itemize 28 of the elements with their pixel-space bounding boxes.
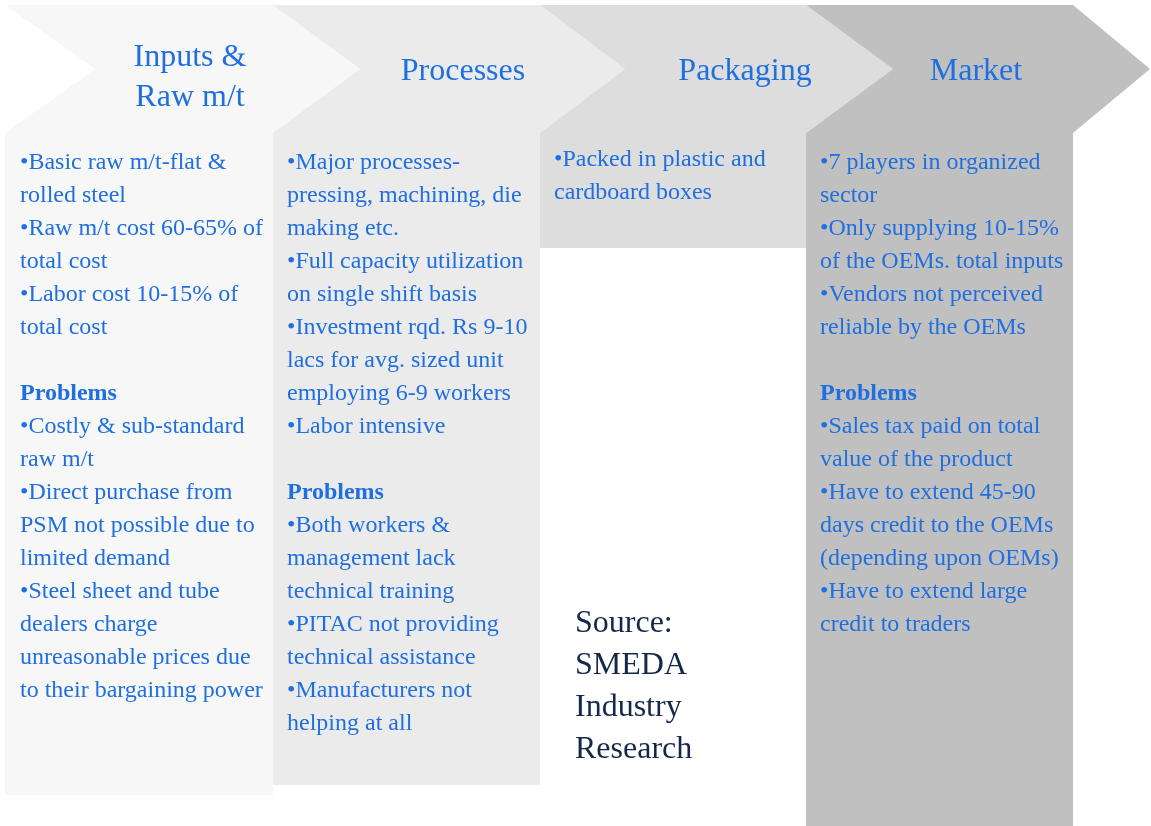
column-heading: Inputs & Raw m/t [132, 36, 248, 115]
section-heading: Problems [820, 378, 918, 407]
bullet-text: •Vendors not perceived reliable by the OEMs [820, 279, 1044, 341]
column-heading: Processes [399, 50, 527, 89]
bullet-text: •Steel sheet and tube dealers charge unreasonable prices due to their bargaining power [20, 576, 264, 704]
bullet-text: •Manufacturers not helping at all [287, 675, 473, 737]
source-note: Source: SMEDA Industry Research [575, 602, 694, 767]
bullet-text: •PITAC not providing technical assistance [287, 609, 500, 671]
bullet-text: •Raw m/t cost 60-65% of total cost [20, 213, 265, 275]
bullet-text: •Labor intensive [287, 411, 447, 440]
column-heading: Packaging [677, 50, 813, 89]
section-heading: Problems [20, 378, 118, 407]
bullet-text: •Full capacity utilization on single shift basis [287, 246, 525, 308]
bullet-text: •Only supplying 10-15% of the OEMs. total inputs [820, 213, 1065, 275]
bullet-text: •Costly & sub-standard raw m/t [20, 411, 246, 473]
bullet-text: •Direct purchase from PSM not possible due to limited demand [20, 477, 256, 572]
bullet-text: •Sales tax paid on total value of the product [820, 411, 1042, 473]
bullet-text: •Both workers & management lack technical training [287, 510, 457, 605]
bullet-text: •Basic raw m/t-flat & rolled steel [20, 147, 228, 209]
bullet-text: •Have to extend 45-90 days credit to the OEMs (depending upon OEMs) [820, 477, 1060, 572]
bullet-text: •Major processes-pressing, machining, die making etc. [287, 147, 523, 242]
bullet-text: •Investment rqd. Rs 9-10 lacs for avg. sized unit employing 6-9 workers [287, 312, 529, 407]
column-heading: Market [928, 50, 1024, 89]
bullet-text: •Packed in plastic and cardboard boxes [554, 144, 767, 206]
bullet-text: •Labor cost 10-15% of total cost [20, 279, 240, 341]
bullet-text: •7 players in organized sector [820, 147, 1042, 209]
bullet-text: •Have to extend large credit to traders [820, 576, 1029, 638]
section-heading: Problems [287, 477, 385, 506]
